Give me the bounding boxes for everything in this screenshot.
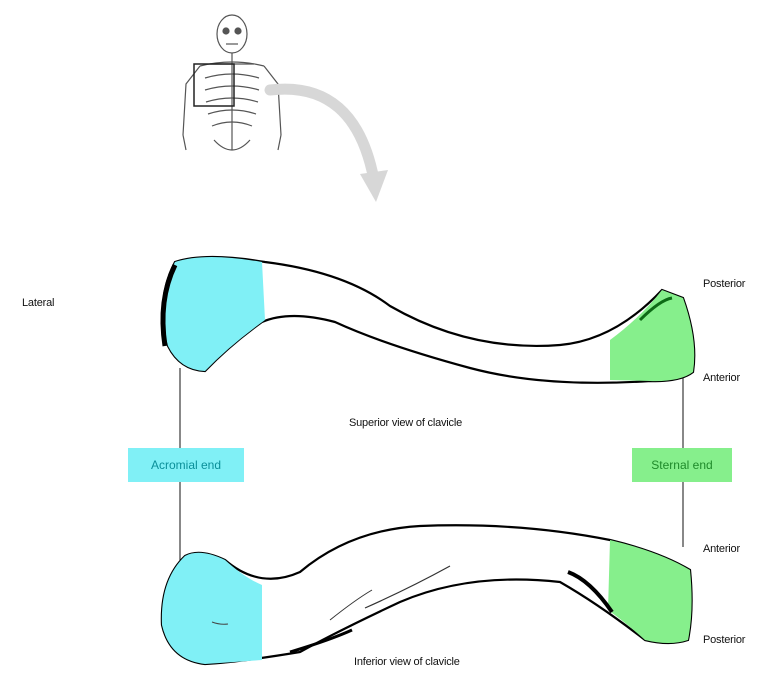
inferior-dark-ridge (567, 570, 614, 614)
acromial-end-box (128, 448, 244, 482)
superior-sternal-shade (638, 296, 673, 322)
inferior-mark (211, 621, 229, 625)
superior-dark-edge (160, 263, 178, 347)
superior-anterior-label: Anterior (703, 372, 740, 384)
arrow-head (360, 170, 388, 202)
superior-view-caption: Superior view of clavicle (349, 417, 462, 429)
inferior-anterior-label: Anterior (703, 543, 740, 555)
superior-clavicle (160, 255, 696, 384)
inferior-groove-1 (364, 565, 451, 609)
inferior-clavicle (160, 524, 693, 666)
inferior-acromial-end (161, 552, 262, 664)
superior-acromial-end (162, 257, 265, 371)
superior-sternal-end (610, 290, 695, 382)
skeleton-thumbnail (182, 14, 282, 151)
superior-posterior-label: Posterior (703, 278, 746, 290)
inferior-sternal-end (608, 540, 692, 643)
arrow-shaft (264, 83, 380, 186)
inferior-lower-ridge (289, 628, 353, 654)
lateral-label: Lateral (22, 297, 55, 309)
sternal-end-box (632, 448, 732, 482)
acromial-end-label: Acromial end (150, 458, 222, 472)
sternal-end-label: Sternal end (651, 458, 713, 472)
zoom-box (193, 63, 235, 107)
inferior-groove-2 (329, 589, 373, 621)
inferior-view-caption: Inferior view of clavicle (354, 656, 460, 668)
inferior-posterior-label: Posterior (703, 634, 746, 646)
